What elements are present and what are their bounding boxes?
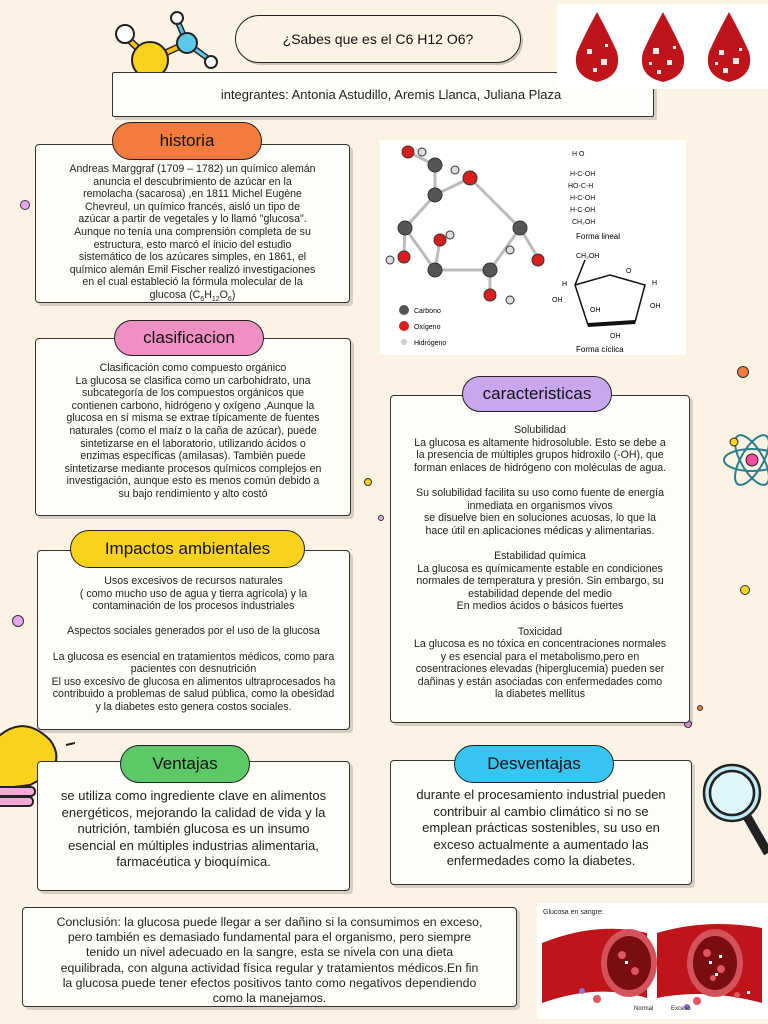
ventajas-heading-text: Ventajas xyxy=(152,754,218,773)
linear-line-1: H O xyxy=(572,151,585,158)
blood-drops-image xyxy=(557,4,768,89)
decoration-dot xyxy=(697,705,703,711)
historia-text: Andreas Marggraf (1709 – 1782) un químic… xyxy=(69,163,316,289)
historia-heading-text: historia xyxy=(159,131,215,150)
formula-o: 6 xyxy=(227,296,232,304)
ventajas-card: se utiliza como ingrediente clave en ali… xyxy=(37,761,350,891)
impactos-heading-text: Impactos ambientales xyxy=(104,539,271,558)
magnifier-icon xyxy=(702,763,768,856)
cyclic-oh-1: OH xyxy=(552,297,563,304)
linear-line-2: H-C-OH xyxy=(570,171,595,178)
blood-image-caption: Glucosa en sangre: xyxy=(543,909,604,916)
conclusion-card: Conclusión: la glucosa puede llegar a se… xyxy=(22,907,517,1007)
decoration-dot xyxy=(364,478,372,486)
formula-h: 12 xyxy=(211,296,220,304)
cyclic-h-2: H xyxy=(562,281,567,288)
caracteristicas-card: Solubilidad La glucosa es altamente hidr… xyxy=(390,395,690,723)
decoration-dot xyxy=(378,515,384,521)
decoration-dot xyxy=(12,615,24,627)
conclusion-text: Conclusión: la glucosa puede llegar a se… xyxy=(56,915,483,1006)
impactos-heading: Impactos ambientales xyxy=(70,530,305,568)
cyclic-o: O xyxy=(626,268,632,275)
formula-o-label: O xyxy=(219,288,228,301)
historia-heading: historia xyxy=(112,122,262,160)
blood-vessel-illustration xyxy=(542,924,762,1010)
historia-card: Andreas Marggraf (1709 – 1782) un químic… xyxy=(35,144,350,303)
members-text: integrantes: Antonia Astudillo, Aremis L… xyxy=(220,87,562,102)
linear-form-label: Forma lineal xyxy=(576,232,620,241)
linear-line-5: H-C-OH xyxy=(570,207,595,214)
legend-hydrogen: Hidrógeno xyxy=(414,340,446,347)
historia-formula: glucosa (C6H12O6) xyxy=(44,289,341,307)
cyclic-oh-3: OH xyxy=(650,303,661,310)
clasificacion-text: Clasificación como compuesto orgánico La… xyxy=(64,362,322,500)
blood-drops-icon xyxy=(575,12,751,82)
cyclic-oh-4: OH xyxy=(610,333,621,340)
formula-suffix: ) xyxy=(231,288,236,301)
clasificacion-heading: clasificacion xyxy=(114,320,264,356)
impactos-text: Usos excesivos de recursos naturales ( c… xyxy=(51,575,336,713)
linear-line-3: HO-C-H xyxy=(568,183,593,190)
linear-line-4: H-C-OH xyxy=(570,195,595,202)
linear-line-6: CH₂OH xyxy=(572,219,595,226)
blood-glucose-image: Glucosa en sangre: Normal Exceso xyxy=(537,903,768,1019)
decoration-dot xyxy=(20,200,30,210)
clasificacion-heading-text: clasificacion xyxy=(143,328,235,347)
caracteristicas-heading-text: caracteristicas xyxy=(482,384,592,403)
caracteristicas-heading: caracteristicas xyxy=(462,376,612,412)
clasificacion-card: Clasificación como compuesto orgánico La… xyxy=(35,338,351,516)
desventajas-heading-text: Desventajas xyxy=(487,754,581,773)
legend-oxygen: Oxígeno xyxy=(414,324,441,331)
desventajas-heading: Desventajas xyxy=(454,745,614,783)
ventajas-text: se utiliza como ingrediente clave en ali… xyxy=(60,788,327,870)
decoration-dot xyxy=(740,585,750,595)
glucose-structure-diagram: Carbono Oxígeno Hidrógeno H O H-C-OH HO-… xyxy=(380,140,686,355)
page-title: ¿Sabes que es el C6 H12 O6? xyxy=(235,15,521,63)
cyclic-h-1: H xyxy=(652,280,657,287)
ventajas-heading: Ventajas xyxy=(120,745,250,783)
cyclic-form-label: Forma cíclica xyxy=(576,345,624,354)
blood-normal-label: Normal xyxy=(634,1006,654,1012)
atom-icon xyxy=(723,434,768,486)
formula-h-label: H xyxy=(204,288,212,301)
page-title-text: ¿Sabes que es el C6 H12 O6? xyxy=(282,31,474,47)
decoration-dot xyxy=(737,366,749,378)
caracteristicas-text: Solubilidad La glucosa es altamente hidr… xyxy=(413,424,667,701)
desventajas-text: durante el procesamiento industrial pued… xyxy=(416,787,666,869)
formula-c: 6 xyxy=(200,296,205,304)
cyclic-ch2oh: CH₂OH xyxy=(576,253,599,260)
cyclic-oh-2: OH xyxy=(590,307,601,314)
impactos-card: Usos excesivos de recursos naturales ( c… xyxy=(37,550,350,730)
blood-excess-label: Exceso xyxy=(671,1006,691,1012)
legend-carbon: Carbono xyxy=(414,308,441,315)
members-bar: integrantes: Antonia Astudillo, Aremis L… xyxy=(112,72,654,117)
formula-prefix: glucosa (C xyxy=(149,288,201,301)
